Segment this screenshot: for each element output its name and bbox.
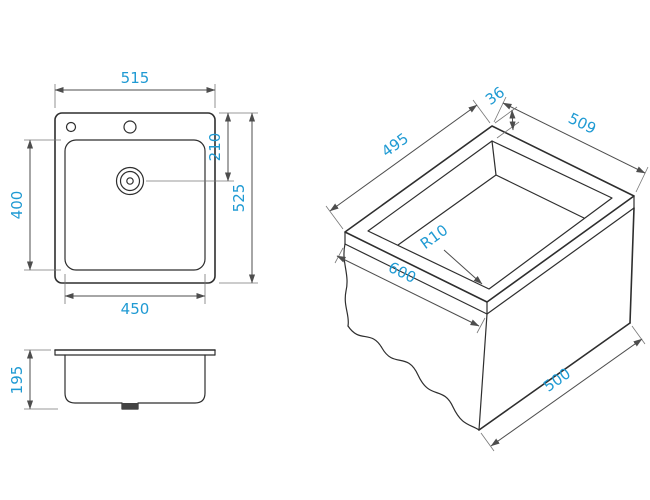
- break-line-bottom: [347, 325, 480, 431]
- front-corner-edge: [478, 313, 488, 431]
- dim-bowl-height: 195: [8, 349, 58, 410]
- bowl-bottom-right-edge: [495, 174, 585, 219]
- dim-corner-radius: R10: [417, 221, 483, 285]
- sink-outer-outline: [54, 112, 216, 284]
- side-view: 195: [8, 349, 216, 410]
- dim-label-overall-depth: 525: [230, 184, 248, 213]
- dim-label-bowl-height: 195: [8, 366, 26, 395]
- faucet-hole-small: [65, 121, 77, 133]
- dim-label-corner-radius: R10: [417, 221, 451, 253]
- dim-worktop-width: 500: [480, 325, 646, 452]
- drain-circles: [115, 166, 145, 196]
- underbody: [343, 207, 635, 431]
- slab-bottom-right-edge: [486, 207, 635, 315]
- drain-trap: [122, 403, 138, 409]
- dim-label-drain-offset: 210: [206, 133, 224, 162]
- iso-view: 495 509 36 600 500: [325, 83, 649, 452]
- dim-overall-depth: 525: [219, 112, 258, 284]
- dim-bowl-depth: 400: [8, 139, 61, 271]
- bowl-outline: [64, 139, 206, 271]
- sink-profile: [54, 349, 216, 410]
- right-edge: [629, 207, 635, 324]
- dim-label-bowl-depth: 400: [8, 191, 26, 220]
- bowl-interior: [397, 140, 585, 246]
- dim-cutout-width: 509: [493, 96, 649, 193]
- dim-label-cutout-width: 509: [565, 109, 599, 138]
- dim-label-overall-width: 515: [121, 69, 150, 87]
- plan-view: 515 525 210 400 450: [8, 69, 258, 318]
- faucet-hole-center: [123, 120, 137, 134]
- dim-drain-offset: 210: [146, 112, 234, 182]
- dim-cutout-length: 495: [325, 99, 491, 230]
- dim-bowl-width: 450: [64, 274, 206, 318]
- bowl-far-corner-edge: [491, 140, 497, 176]
- dim-overall-width: 515: [54, 69, 216, 108]
- break-line-left: [343, 243, 349, 327]
- dim-label-edge-distance: 36: [482, 83, 508, 109]
- dim-label-bowl-width: 450: [121, 300, 150, 318]
